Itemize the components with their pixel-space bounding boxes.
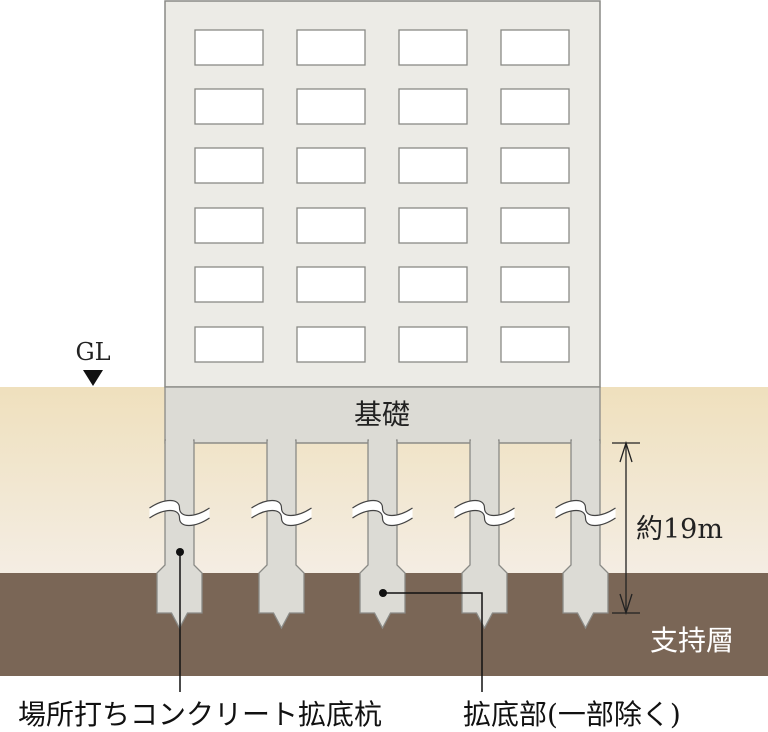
window (398, 326, 468, 363)
window (398, 88, 468, 125)
gl-label: GL (75, 338, 110, 366)
depth-dimension (612, 440, 640, 616)
enlarged-base-label: 拡底部(一部除く) (463, 698, 681, 731)
foundation (164, 386, 601, 444)
window (296, 147, 366, 184)
break-line (555, 499, 616, 527)
pile (461, 439, 508, 630)
pile-joint (572, 436, 599, 444)
base-leader-dot (379, 589, 387, 597)
break-line (149, 499, 210, 527)
window (194, 207, 264, 244)
break-mark-icon (555, 500, 616, 526)
window (500, 88, 570, 125)
window (500, 326, 570, 363)
window (398, 29, 468, 66)
pile-label: 場所打ちコンクリート拡底杭 (18, 698, 382, 731)
window (398, 207, 468, 244)
window (500, 29, 570, 66)
window (500, 207, 570, 244)
break-line (251, 499, 312, 527)
pile (359, 439, 406, 630)
piles (149, 386, 616, 630)
window (398, 147, 468, 184)
window (194, 266, 264, 303)
leader-lines (179, 552, 483, 692)
window (194, 147, 264, 184)
depth-label: 約19m (636, 514, 723, 545)
pile-joint (471, 436, 498, 444)
window (500, 147, 570, 184)
window (296, 88, 366, 125)
window (194, 88, 264, 125)
break-mark-icon (251, 500, 312, 526)
bearing-layer-label: 支持層 (650, 624, 734, 657)
pile-joint (268, 436, 295, 444)
pile-leader-dot (176, 548, 184, 556)
pile (258, 439, 305, 630)
pile-joint (166, 436, 193, 444)
window (500, 266, 570, 303)
window (296, 266, 366, 303)
break-mark-icon (352, 500, 413, 526)
window (296, 29, 366, 66)
windows (194, 29, 570, 363)
pile-joint (369, 436, 396, 444)
foundation-label: 基礎 (354, 398, 410, 431)
window (194, 29, 264, 66)
break-line (454, 499, 515, 527)
window (194, 326, 264, 363)
break-mark-icon (149, 500, 210, 526)
window (296, 207, 366, 244)
window (296, 326, 366, 363)
break-line (352, 499, 413, 527)
pile (562, 439, 609, 630)
gl-triangle-icon (83, 370, 103, 386)
break-mark-icon (454, 500, 515, 526)
pile (156, 439, 203, 630)
window (398, 266, 468, 303)
